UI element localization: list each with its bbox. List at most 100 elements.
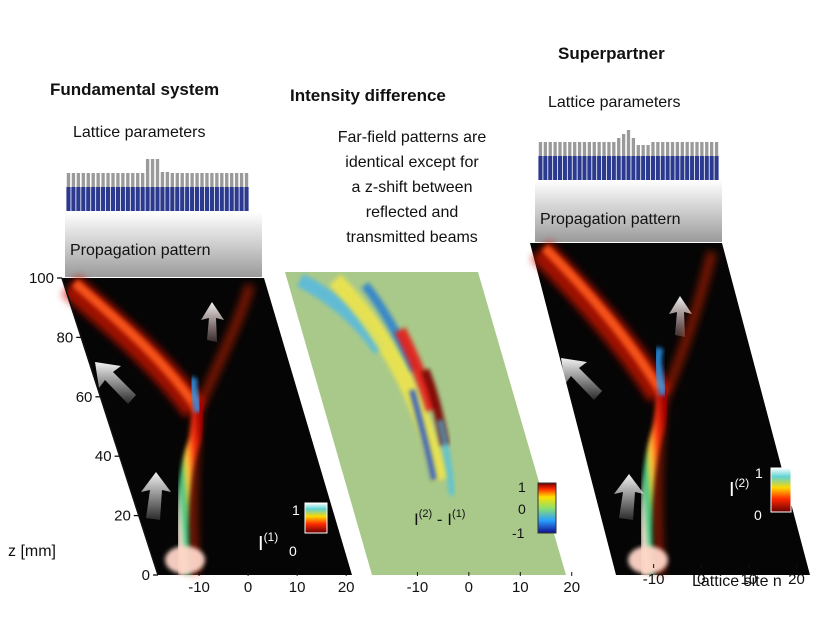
- lattice-gray-bar: [210, 173, 214, 187]
- lattice-gray-bar: [661, 142, 665, 156]
- lattice-blue-bar: [219, 187, 224, 211]
- lattice-blue-bar: [150, 187, 155, 211]
- caption-line-5: transmitted beams: [346, 229, 478, 246]
- lattice-gray-bar: [71, 173, 76, 187]
- n-tick-label: 0: [697, 571, 705, 588]
- lattice-gray-bar: [215, 173, 219, 187]
- lattice-gray-bar: [543, 142, 547, 156]
- lattice-blue-bar: [567, 156, 572, 180]
- lattice-gray-bar: [597, 142, 601, 156]
- lattice-gray-bar: [695, 142, 699, 156]
- lattice-gray-bar: [607, 142, 611, 156]
- lattice-blue-bar: [204, 187, 210, 211]
- lattice-gray-bar: [66, 173, 71, 187]
- lattice-blue-bar: [655, 156, 660, 180]
- up-arrow-icon: [141, 472, 171, 520]
- lattice-gray-bar: [91, 173, 95, 187]
- lattice-gray-bar: [710, 142, 714, 156]
- lattice-blue-bar: [155, 187, 160, 211]
- lattice-gray-bar: [101, 173, 105, 187]
- lattice-blue-bar: [548, 156, 553, 180]
- lattice-blue-bar: [244, 187, 249, 211]
- lattice-blue-bar: [165, 187, 170, 211]
- lattice-blue-bar: [587, 156, 592, 180]
- lattice-gray-bar: [175, 173, 179, 187]
- lattice-blue-bar: [234, 187, 239, 211]
- lattice-blue-bar: [553, 156, 558, 180]
- lattice-blue-bar: [626, 156, 631, 180]
- fundamental-colorbar-label: I(1): [258, 530, 278, 555]
- z-tick-label: 60: [76, 389, 93, 406]
- n-tick-label: -10: [188, 579, 210, 596]
- lattice-gray-bar: [665, 142, 670, 156]
- fundamental-colorbar-min: 0: [289, 543, 297, 559]
- lattice-gray-bar: [200, 173, 204, 187]
- n-tick-label: 10: [741, 571, 758, 588]
- lattice-blue-bar: [96, 187, 101, 211]
- z-axis-label: z [mm]: [8, 543, 56, 560]
- fundamental-lattice-bars: [66, 159, 249, 211]
- lattice-blue-bar: [140, 187, 145, 211]
- lattice-gray-bar: [180, 173, 184, 187]
- caption-line-2: identical except for: [345, 154, 479, 171]
- up-arrow-icon-2: [201, 302, 224, 342]
- lattice-blue-bar: [199, 187, 205, 211]
- lattice-blue-bar: [229, 187, 234, 211]
- lattice-blue-bar: [66, 187, 71, 211]
- lattice-blue-bar: [224, 187, 229, 211]
- lattice-blue-bar: [86, 187, 91, 211]
- lattice-gray-bar: [76, 173, 81, 187]
- lattice-gray-bar: [195, 173, 199, 187]
- up-arrow-icon-3: [614, 474, 644, 520]
- lattice-blue-bar: [76, 187, 81, 211]
- lattice-gray-bar: [626, 130, 631, 156]
- lattice-gray-bar: [81, 173, 85, 187]
- lattice-blue-bar: [665, 156, 670, 180]
- lattice-gray-bar: [230, 173, 234, 187]
- lattice-gray-bar: [165, 172, 170, 187]
- fundamental-beams: [61, 275, 255, 576]
- lattice-gray-bar: [239, 173, 244, 187]
- lattice-blue-bar: [543, 156, 548, 180]
- lattice-gray-bar: [155, 159, 160, 187]
- lattice-blue-bar: [660, 156, 665, 180]
- lattice-gray-bar: [225, 173, 229, 187]
- lattice-blue-bar: [170, 187, 175, 211]
- lattice-blue-bar: [91, 187, 96, 211]
- difference-panel: Intensity difference Far-field patterns …: [285, 86, 580, 596]
- fundamental-plate: [65, 212, 262, 277]
- lattice-blue-bar: [180, 187, 185, 211]
- superpartner-propagation-label: Propagation pattern: [540, 211, 681, 228]
- lattice-blue-bar: [71, 187, 76, 211]
- lattice-gray-bar: [190, 173, 194, 187]
- lattice-gray-bar: [244, 173, 249, 187]
- lattice-gray-bar: [714, 142, 719, 156]
- lattice-blue-bar: [160, 187, 165, 211]
- lattice-gray-bar: [538, 142, 543, 156]
- up-left-arrow-icon-2: [561, 358, 602, 400]
- n-tick-label: -10: [643, 571, 665, 588]
- fundamental-panel: Fundamental system Lattice parameters Pr…: [8, 80, 355, 596]
- lattice-gray-bar: [646, 145, 650, 156]
- lattice-gray-bar: [690, 142, 694, 156]
- lattice-gray-bar: [185, 173, 189, 187]
- lattice-blue-bar: [145, 187, 150, 211]
- lattice-blue-bar: [646, 156, 651, 180]
- superpartner-panel: Superpartner Lattice parameters Propagat…: [530, 44, 810, 590]
- superpartner-lattice-bars: [538, 130, 719, 180]
- caption-line-1: Far-field patterns are: [338, 129, 487, 146]
- difference-colorbar-label: I(2) - I(1): [414, 508, 465, 529]
- superpartner-plate: [535, 180, 722, 242]
- lattice-gray-bar: [680, 142, 684, 156]
- difference-features: [296, 273, 455, 496]
- lattice-gray-bar: [621, 134, 626, 156]
- superpartner-beams: [530, 240, 717, 576]
- lattice-gray-bar: [636, 145, 640, 156]
- lattice-gray-bar: [106, 173, 110, 187]
- difference-caption: Far-field patterns are identical except …: [338, 129, 487, 246]
- lattice-blue-bar: [641, 156, 646, 180]
- lattice-blue-bar: [194, 187, 200, 211]
- lattice-gray-bar: [558, 142, 562, 156]
- z-tick-label: 20: [114, 508, 131, 525]
- superpartner-colorbar: [770, 467, 792, 513]
